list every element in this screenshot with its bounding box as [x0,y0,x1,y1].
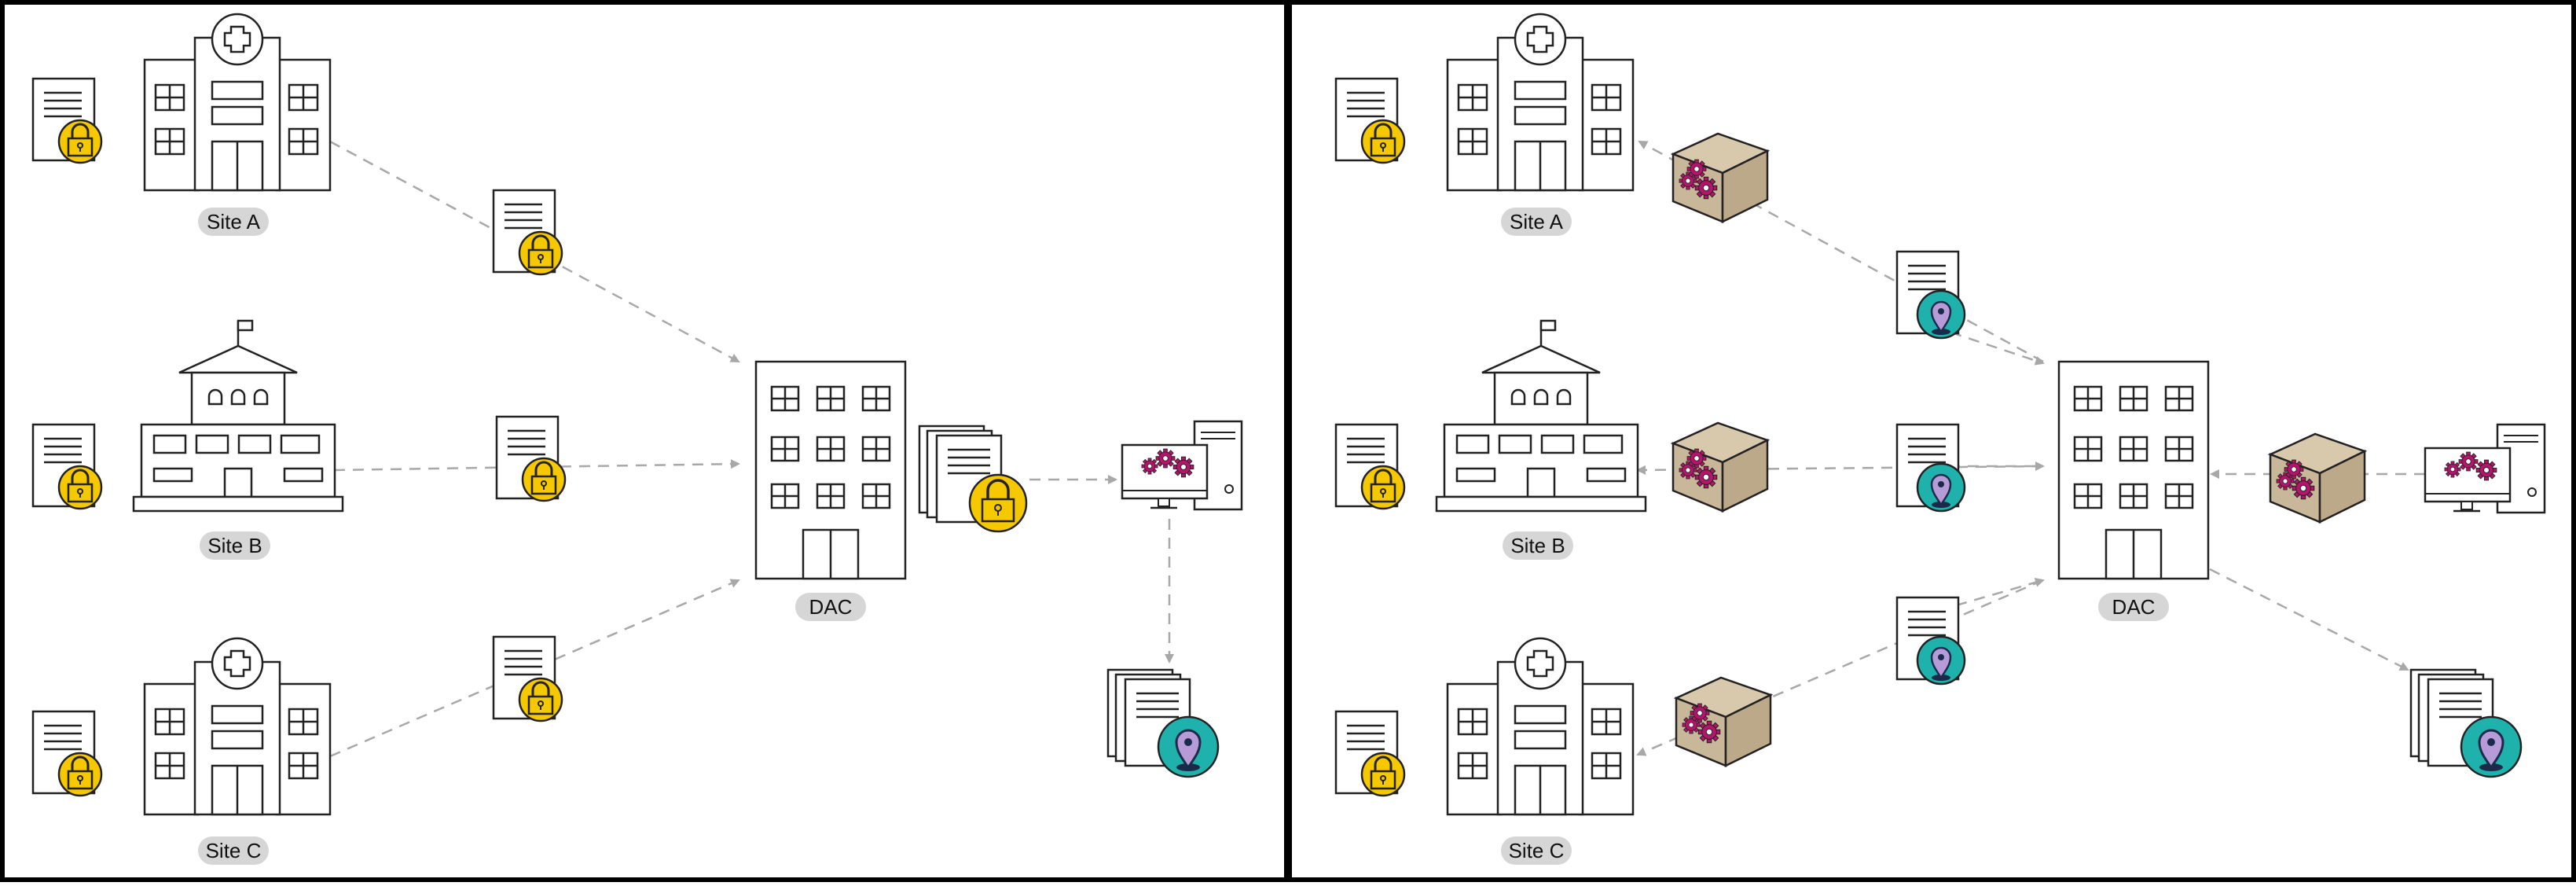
hospital-icon [143,13,332,192]
office-building-icon [754,360,907,580]
documents-lock-icon [918,425,1028,533]
dac-label: DAC [809,595,853,619]
label-pill [1501,208,1572,236]
document-lock-icon [492,189,563,276]
school-icon [132,319,344,513]
label-pill [1503,531,1573,560]
label-pill [200,531,270,560]
gear-box-icon [1676,678,1771,766]
site-b-label: Site B [1510,534,1565,557]
site-c-label: Site C [206,839,262,862]
gear-box-icon [2270,434,2365,522]
document-lock-icon [495,415,567,502]
gear-box-icon [1673,423,1767,511]
document-pin-icon [1895,596,1966,686]
document-lock-icon [31,423,103,510]
label-pill [795,593,866,621]
hospital-icon [143,637,332,816]
hospital-icon [1446,637,1635,816]
site-b-label: Site B [207,534,262,557]
right-panel: Site A Site B Site C DAC [1334,13,2545,865]
document-pin-icon [1895,250,1966,340]
document-pin-icon [1895,423,1966,513]
document-lock-icon [1334,423,1406,510]
site-a-label: Site A [1510,210,1564,233]
documents-pin-icon [2409,668,2523,778]
school-icon [1435,319,1647,513]
document-lock-icon [31,77,103,164]
arrow-dac-to-output [2209,568,2409,671]
document-lock-icon [31,710,103,797]
office-building-icon [2057,360,2210,580]
document-lock-icon [1334,77,1406,164]
site-c-label: Site C [1509,839,1565,862]
label-pill [198,836,269,865]
site-a-label: Site A [207,210,261,233]
dac-label: DAC [2112,595,2156,619]
label-pill [198,208,269,236]
computer-gears-icon [2425,425,2545,513]
computer-gears-icon [1122,421,1242,509]
right-panel-frame [1287,0,2576,882]
document-lock-icon [492,635,563,722]
hospital-icon [1446,13,1635,192]
label-pill [2098,593,2169,621]
left-panel: Site A Site B Site C DAC [31,13,1242,865]
label-pill [1501,836,1572,865]
gear-box-icon [1673,134,1767,222]
left-panel-frame [0,0,1289,882]
documents-pin-icon [1106,668,1220,778]
arrow-site-b-to-dac [333,459,740,472]
document-lock-icon [1334,710,1406,797]
